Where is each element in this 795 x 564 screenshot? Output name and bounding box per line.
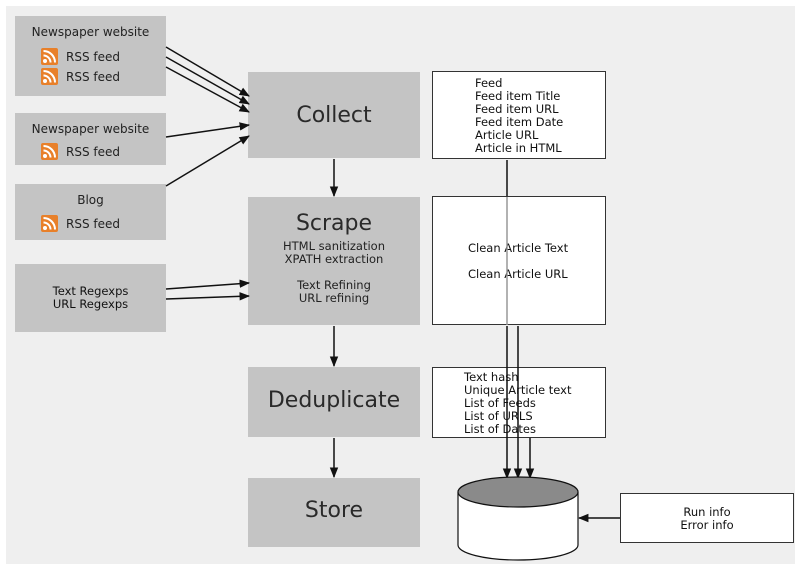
field-line: List of URLS [464, 409, 533, 423]
rss-feed-label: RSS feed [66, 216, 120, 231]
rss-feed-label: RSS feed [66, 49, 120, 64]
field-line: Article URL [475, 128, 539, 142]
source-title: Blog [77, 193, 104, 207]
stage-title: Collect [296, 103, 372, 128]
stage-deduplicate: Deduplicate [248, 367, 420, 437]
field-line: Feed item Title [475, 89, 561, 103]
field-line: Clean Article Text [468, 241, 569, 255]
stage-scrape: Scrape HTML sanitization XPATH extractio… [248, 197, 420, 325]
stage-subline: Text Refining [297, 278, 371, 292]
arrow-source-to-collect [165, 56, 250, 105]
field-line: Error info [680, 518, 734, 532]
arrow-regex-to-scrape [165, 292, 251, 301]
rss-feed-icon [41, 215, 58, 232]
rss-feed-icon [41, 48, 58, 65]
stage-title: Deduplicate [267, 388, 401, 413]
arrow-source-to-collect [165, 66, 250, 113]
field-line: Clean Article URL [468, 267, 568, 281]
arrow-regex-to-scrape [165, 279, 251, 290]
rss-feed-icon [41, 68, 58, 85]
source-newspaper-1: Newspaper website RSS feed RSS feed [15, 16, 166, 96]
arrow-source-to-collect [165, 135, 250, 187]
database-cylinder [457, 476, 579, 561]
dedup-output-box: Text hash Unique Article text List of Fe… [432, 367, 606, 438]
field-line: Feed item URL [475, 102, 559, 116]
field-line: Text hash [464, 370, 519, 384]
arrow-source-to-collect [165, 122, 251, 138]
rss-feed-icon [41, 143, 58, 160]
stage-title: Scrape [295, 211, 373, 236]
stage-store: Store [248, 478, 420, 547]
rss-feed-row: RSS feed [41, 68, 120, 85]
rss-feed-row: RSS feed [41, 143, 120, 160]
source-title: Newspaper website [31, 122, 150, 136]
rss-feed-row: RSS feed [41, 215, 120, 232]
stage-subline: URL refining [298, 291, 370, 305]
source-regexps: Text Regexps URL Regexps [15, 264, 166, 332]
arrow-source-to-collect [165, 46, 250, 97]
rss-feed-label: RSS feed [66, 69, 120, 84]
rss-feed-row: RSS feed [41, 48, 120, 65]
source-blog: Blog RSS feed [15, 184, 166, 240]
source-newspaper-2: Newspaper website RSS feed [15, 113, 166, 165]
field-line: Run info [683, 505, 731, 519]
field-line: Feed [475, 76, 503, 90]
rss-feed-label: RSS feed [66, 144, 120, 159]
stage-subline: XPATH extraction [284, 252, 384, 266]
regex-line: URL Regexps [52, 297, 129, 311]
stage-collect: Collect [248, 72, 420, 158]
source-title: Newspaper website [31, 25, 150, 39]
regex-line: Text Regexps [52, 284, 129, 298]
field-line: Article in HTML [475, 141, 562, 155]
stage-subline: HTML sanitization [283, 239, 385, 253]
collect-output-box: Feed Feed item Title Feed item URL Feed … [432, 71, 606, 159]
scrape-output-box: Clean Article Text Clean Article URL [432, 196, 606, 325]
run-info-box: Run info Error info [620, 493, 794, 543]
field-line: Feed item Date [475, 115, 564, 129]
stage-title: Store [304, 498, 364, 523]
